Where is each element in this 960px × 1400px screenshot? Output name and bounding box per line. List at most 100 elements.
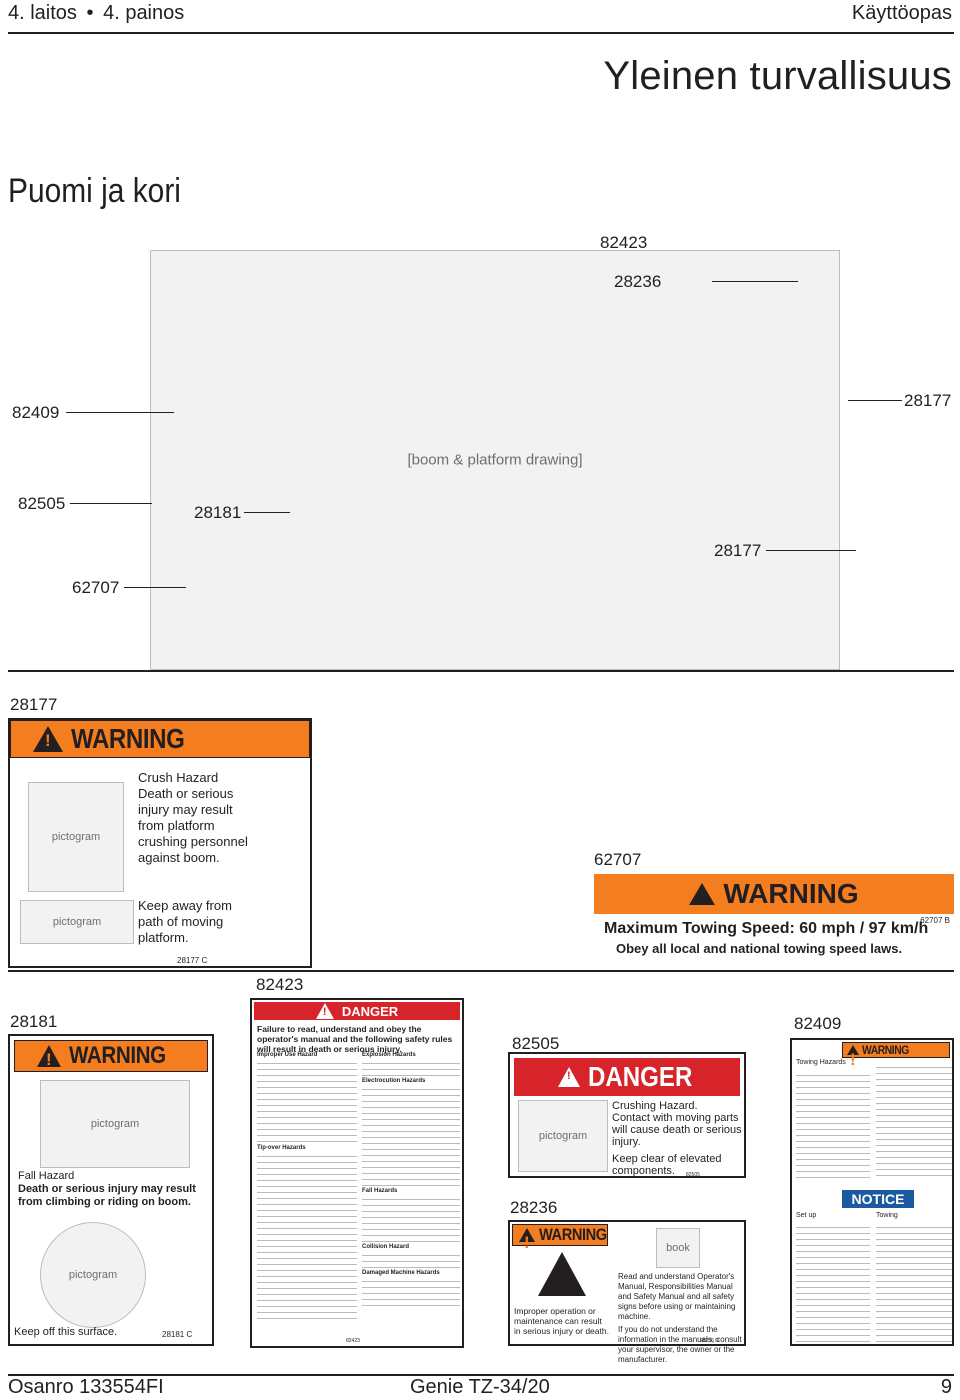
decal-28177: WARNING pictogram pictogram Crush Hazard… [8,718,312,968]
decal-code: 28236 D [700,1338,719,1344]
callout-82505: 82505 [18,494,66,513]
hazard-title: Crushing Hazard. [612,1100,698,1112]
towing-law-line: Obey all local and national towing speed… [616,941,903,956]
callout-28177-a: 28177 [904,391,952,410]
fall-hazard-icon: pictogram [40,1080,190,1168]
decal-number-28177: 28177 [10,695,58,714]
alert-triangle-icon [519,1228,535,1253]
electrocution-heading: Electrocution Hazards [362,1078,426,1084]
alert-triangle-icon [847,1045,859,1070]
drawing-rule [8,670,954,672]
decal-number-28181: 28181 [10,1012,58,1031]
hazard-title: Crush Hazard [138,770,219,785]
callout-28181: 28181 [194,503,242,522]
warning-band: WARNING [14,1040,208,1072]
section-title: Puomi ja kori [8,172,181,210]
signal-word: WARNING [539,1225,607,1244]
alert-triangle-icon [37,1045,61,1070]
hazard-consequence: Death or serious injury may result from … [18,1183,196,1208]
header-edition: 4. laitos • 4. painos [8,2,184,25]
improper-use-heading: Improper Use Hazard [257,1052,318,1058]
collision-heading: Collision Hazard [362,1244,410,1250]
signal-word: WARNING [723,878,859,909]
manual-book-icon: book [656,1228,700,1268]
warning-text: Improper operation or maintenance can re… [514,1306,609,1336]
hazard-instruction: Keep off this surface. [14,1326,118,1338]
alert-triangle-icon [558,1067,580,1087]
decal-number-62707: 62707 [594,850,642,869]
left-column: Improper Use Hazard Tip-over Hazards [257,1052,357,1321]
warning-triangle-icon [538,1252,586,1296]
signal-word: WARNING [862,1043,909,1057]
leader-28236 [712,281,798,282]
callout-28236: 28236 [614,272,662,291]
decal-82505: DANGER pictogram Crushing Hazard. Contac… [508,1052,746,1178]
edition-label: 4. laitos [8,2,77,24]
explosion-heading: Explosion Hazards [362,1052,416,1058]
bullet: • [86,2,94,24]
warning-band: WARNING [10,720,310,758]
decal-28236: WARNING Improper operation or maintenanc… [508,1220,746,1364]
part-number: Osanro 133554FI [8,1376,164,1398]
hazard-consequence: Contact with moving parts will cause dea… [612,1112,742,1148]
decal-82409: WARNING Towing Hazards NOTICE Set up Tow… [790,1038,954,1346]
warning-band: WARNING [512,1224,608,1253]
fall-heading: Fall Hazards [362,1188,398,1194]
keep-away-icon: pictogram [20,900,134,944]
danger-band: DANGER [254,1002,460,1020]
header-rule [8,32,954,34]
hazard-consequence: Death or serious injury may result from … [138,786,248,865]
signal-word: DANGER [588,1061,693,1092]
consult-text: If you do not understand the information… [618,1325,742,1364]
callout-82409: 82409 [12,403,60,422]
decal-62707: WARNING 62707 B Maximum Towing Speed: 60… [594,874,954,964]
manual-name: Käyttöopas [851,2,952,24]
decals-rule [8,970,954,972]
boom-platform-drawing: [boom & platform drawing] [150,250,840,670]
decal-code: 28181 C [162,1330,193,1339]
warning-band: WARNING [842,1042,950,1070]
damaged-machine-heading: Damaged Machine Hazards [362,1270,440,1276]
page-title: Yleinen turvallisuus [603,54,952,98]
decal-number-82409: 82409 [794,1014,842,1033]
leader-28177-b [766,550,856,551]
danger-intro: Failure to read, understand and obey the… [257,1024,453,1054]
crushing-hazard-icon: pictogram [518,1100,608,1172]
callout-82423: 82423 [600,233,648,252]
model-name: Genie TZ-34/20 [410,1376,550,1398]
alert-triangle-icon [315,1003,334,1019]
notice-band: NOTICE [842,1190,914,1208]
warning-band: WARNING [594,874,954,914]
decal-code: 82505 [686,1172,700,1178]
alert-triangle-icon [33,726,63,752]
signal-word: DANGER [341,1003,399,1019]
towing-speed-line: Maximum Towing Speed: 60 mph / 97 km/h [604,920,929,937]
decal-82423: DANGER Failure to read, understand and o… [250,998,464,1348]
decal-28181: WARNING pictogram Fall Hazard Death or s… [8,1034,214,1346]
leader-82409 [66,412,174,413]
setup-heading: Set up [796,1212,817,1219]
danger-band: DANGER [514,1058,740,1096]
fine-print [796,1222,870,1342]
fine-print [876,1222,952,1342]
decal-number-82505: 82505 [512,1034,560,1053]
decal-code: 82423 [346,1338,360,1344]
leader-62707 [124,587,186,588]
hazard-instruction: Keep clear of elevated components. [612,1153,722,1177]
signal-word: WARNING [69,1042,166,1069]
leader-28177-a [848,400,902,401]
tip-over-heading: Tip-over Hazards [257,1145,306,1151]
signal-word: WARNING [71,723,185,754]
right-column: Explosion Hazards Electrocution Hazards … [362,1052,460,1308]
towing-heading: Towing [876,1212,898,1219]
callout-62707: 62707 [72,578,120,597]
fine-print [876,1062,952,1180]
read-manual-text: Read and understand Operator's Manual, R… [618,1272,736,1321]
page-number: 9 [940,1376,952,1398]
crush-hazard-icon: pictogram [28,782,124,892]
leader-82505 [70,503,152,504]
no-climbing-icon: pictogram [40,1222,146,1328]
callout-28177-b: 28177 [714,541,762,560]
hazard-instruction: Keep away from path of moving platform. [138,898,232,945]
decal-number-82423: 82423 [256,975,304,994]
